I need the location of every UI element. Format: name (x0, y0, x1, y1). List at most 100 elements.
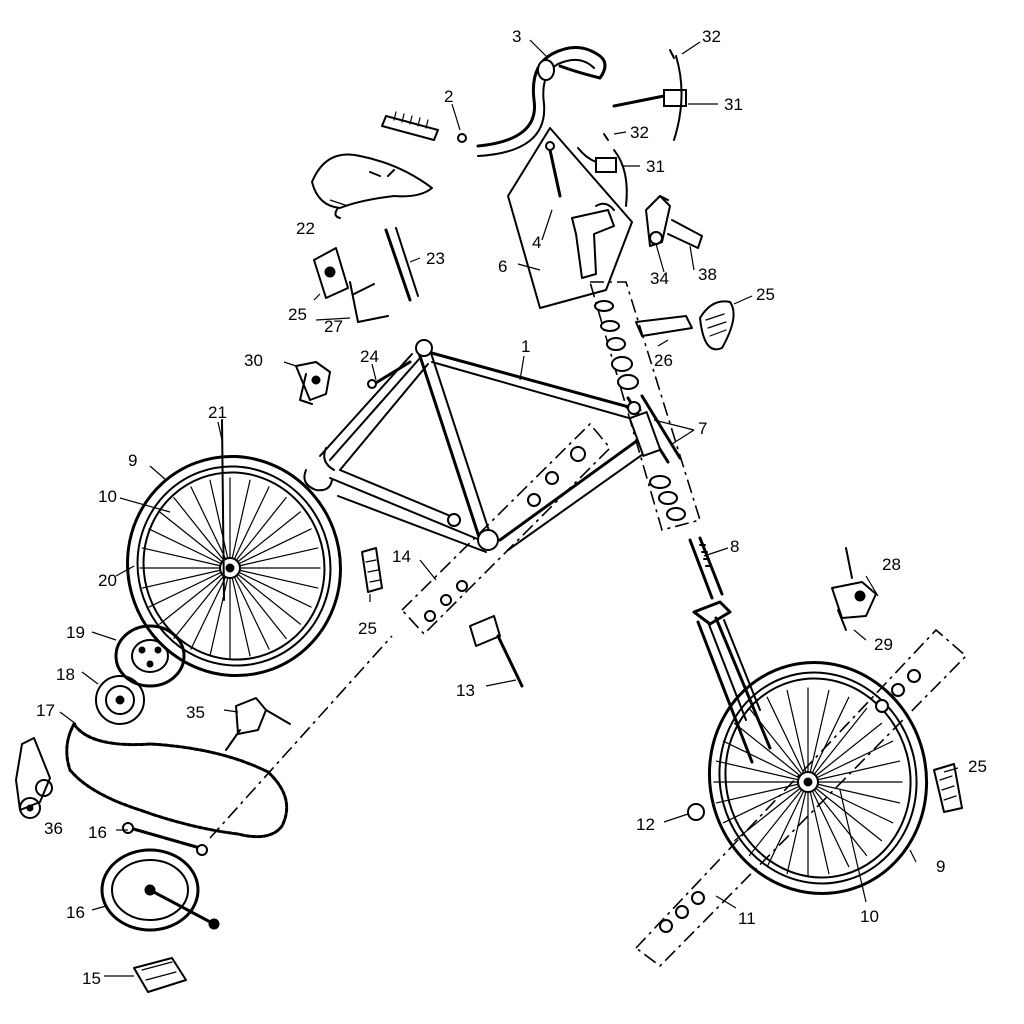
spoke (229, 497, 287, 569)
front-reflector (635, 300, 735, 351)
spoke (229, 511, 301, 569)
spoke (148, 567, 231, 608)
callout-3: 3 (512, 27, 521, 46)
spoke (148, 528, 231, 569)
callout-4: 4 (532, 233, 541, 252)
callout-17: 17 (36, 701, 55, 720)
callout-24: 24 (360, 347, 379, 366)
spoke (722, 781, 809, 824)
spoke (229, 547, 319, 569)
callout-16-crank: 16 (66, 903, 85, 922)
callout-11: 11 (738, 909, 756, 928)
shifter (645, 195, 703, 249)
callout-26: 26 (654, 351, 673, 370)
spoke (229, 567, 270, 650)
callout-13: 13 (456, 681, 475, 700)
spoke (807, 696, 850, 783)
callout-34: 34 (650, 269, 669, 288)
spoke (229, 567, 319, 589)
spoke (733, 781, 809, 842)
spoke (786, 689, 809, 783)
spoke (229, 567, 301, 625)
callout-16-axle: 16 (88, 823, 107, 842)
callout-29: 29 (874, 635, 893, 654)
spoke (807, 781, 894, 824)
callout-35: 35 (186, 703, 205, 722)
front-fork (688, 536, 772, 764)
callout-25-front: 25 (968, 757, 987, 776)
callout-15: 15 (82, 969, 101, 988)
spoke (807, 707, 868, 783)
chainring-crank (100, 848, 220, 932)
front-brake-caliper (831, 547, 877, 631)
headset-parts (588, 281, 702, 531)
callout-8: 8 (730, 537, 739, 556)
spoke (807, 760, 901, 783)
spoke (229, 567, 287, 639)
front-wheel (707, 661, 929, 895)
spoke (209, 567, 231, 657)
rear-derailleur (15, 737, 53, 819)
spoke (807, 781, 830, 875)
spoke (807, 722, 883, 783)
callout-32-mid: 32 (630, 123, 649, 142)
spoke (141, 547, 231, 569)
spoke (715, 760, 809, 783)
crank-axle (122, 822, 208, 856)
callout-28: 28 (882, 555, 901, 574)
spoke (159, 511, 231, 569)
kickstand (469, 615, 524, 688)
callout-32-top: 32 (702, 27, 721, 46)
spoke (173, 567, 231, 639)
callout-labels: 1 2 3 4 6 7 8 9 9 10 10 11 12 13 14 15 1… (36, 27, 987, 988)
spoke (766, 696, 809, 783)
callout-1: 1 (521, 337, 530, 356)
spoke (159, 567, 231, 625)
callout-31-mid: 31 (646, 157, 665, 176)
spoke (807, 781, 850, 868)
callout-19: 19 (66, 623, 85, 642)
callout-31-top: 31 (724, 95, 743, 114)
callout-2: 2 (444, 87, 453, 106)
spoke (748, 781, 809, 857)
callout-21: 21 (208, 403, 227, 422)
spoke (141, 567, 231, 589)
callout-10-rear: 10 (98, 487, 117, 506)
callout-25-seat: 25 (288, 305, 307, 324)
callout-38: 38 (698, 265, 717, 284)
front-side-reflector (933, 763, 963, 813)
spoke (722, 740, 809, 783)
stem-assembly (507, 127, 633, 309)
spoke (229, 567, 251, 657)
seat-bolt (367, 360, 412, 389)
rear-reflector (313, 247, 389, 323)
callout-6: 6 (498, 257, 507, 276)
spoke (229, 486, 270, 569)
callout-12: 12 (636, 815, 655, 834)
spoke (786, 781, 809, 875)
front-hub-parts (634, 628, 968, 968)
callout-36: 36 (44, 819, 63, 838)
spoke (733, 722, 809, 783)
freewheel (114, 624, 186, 688)
callout-22: 22 (296, 219, 315, 238)
callout-7: 7 (698, 419, 707, 438)
callout-23: 23 (426, 249, 445, 268)
spoke (807, 689, 830, 783)
rear-brake-caliper (295, 361, 331, 405)
spoke (229, 479, 251, 569)
bottom-bracket-parts (400, 422, 612, 636)
seat-post (384, 227, 419, 302)
shift-lever (225, 697, 291, 751)
spoke (807, 781, 901, 804)
callout-14: 14 (392, 547, 411, 566)
callout-9-front: 9 (936, 857, 945, 876)
spoke (209, 479, 231, 569)
sprocket (95, 675, 145, 725)
spoke (229, 567, 312, 608)
callout-9-rear: 9 (128, 451, 137, 470)
leader-lines (59, 39, 959, 977)
callout-25-side: 25 (358, 619, 377, 638)
axle-nut (687, 803, 705, 821)
